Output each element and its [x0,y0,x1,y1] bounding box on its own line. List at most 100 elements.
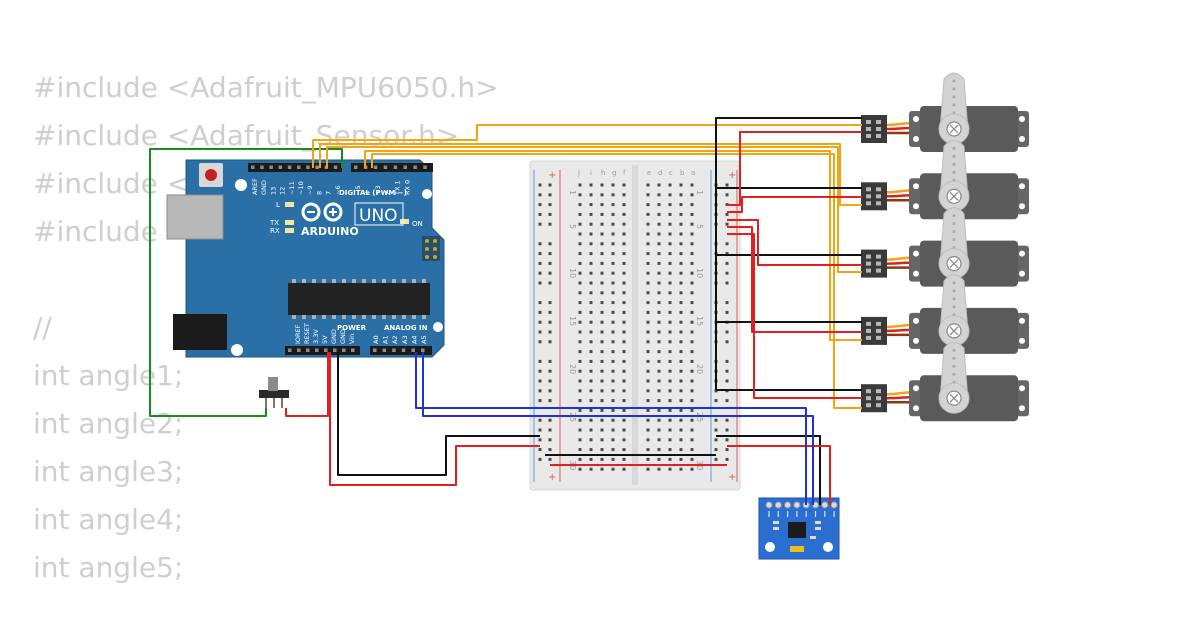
bb-hole[interactable] [679,389,683,393]
bb-hole[interactable] [589,232,593,236]
bb-hole[interactable] [578,203,582,207]
bb-hole[interactable] [611,457,615,461]
header-pin[interactable] [278,165,283,170]
header-pin[interactable] [342,348,346,353]
bb-hole[interactable] [622,428,626,432]
bb-hole[interactable] [578,291,582,295]
bb-hole[interactable] [690,291,694,295]
bb-hole[interactable] [622,310,626,314]
bb-hole[interactable] [600,428,604,432]
bb-hole[interactable] [668,330,672,334]
bb-hole[interactable] [622,193,626,197]
bb-hole[interactable] [657,291,661,295]
bb-hole[interactable] [690,310,694,314]
header-pin[interactable] [288,348,292,353]
reset-button-cap[interactable] [205,169,217,181]
header-pin[interactable] [306,165,310,170]
bb-hole[interactable] [622,232,626,236]
bb-hole[interactable] [679,301,683,305]
bb-hole[interactable] [589,457,593,461]
arduino-uno-board[interactable]: L TX RX ON ARDUINO UNO DIGITAL (PWM ~) P… [166,159,445,358]
bb-hole[interactable] [578,399,582,403]
bb-hole[interactable] [646,203,650,207]
bb-hole[interactable] [679,271,683,275]
bb-hole[interactable] [611,193,615,197]
bb-rail-hole[interactable] [725,399,729,403]
bb-hole[interactable] [611,350,615,354]
bb-hole[interactable] [589,301,593,305]
bb-hole[interactable] [646,369,650,373]
bb-rail-hole[interactable] [725,271,729,275]
bb-rail-hole[interactable] [538,330,542,334]
bb-rail-hole[interactable] [725,418,729,422]
bb-rail-hole[interactable] [538,359,542,363]
bb-rail-hole[interactable] [548,183,552,187]
bb-hole[interactable] [657,418,661,422]
bb-hole[interactable] [668,399,672,403]
header-pin[interactable] [260,165,264,170]
bb-rail-hole[interactable] [548,271,552,275]
bb-hole[interactable] [668,291,672,295]
bb-hole[interactable] [679,281,683,285]
bb-hole[interactable] [578,242,582,246]
mpu-pin[interactable] [830,501,838,509]
bb-hole[interactable] [690,350,694,354]
bb-hole[interactable] [589,261,593,265]
bb-hole[interactable] [611,212,615,216]
bb-rail-hole[interactable] [538,340,542,344]
bb-hole[interactable] [690,418,694,422]
bb-hole[interactable] [611,310,615,314]
bb-rail-hole[interactable] [538,438,542,442]
bb-hole[interactable] [679,330,683,334]
bb-hole[interactable] [690,271,694,275]
bb-hole[interactable] [679,310,683,314]
bb-hole[interactable] [611,232,615,236]
bb-hole[interactable] [657,448,661,452]
bb-hole[interactable] [611,438,615,442]
bb-hole[interactable] [679,261,683,265]
bb-hole[interactable] [600,457,604,461]
bb-hole[interactable] [668,261,672,265]
bb-hole[interactable] [600,418,604,422]
wire-black[interactable] [337,352,540,476]
bb-rail-hole[interactable] [725,242,729,246]
bb-hole[interactable] [611,448,615,452]
bb-rail-hole[interactable] [725,379,729,383]
bb-hole[interactable] [646,252,650,256]
bb-hole[interactable] [578,438,582,442]
bb-hole[interactable] [611,399,615,403]
bb-hole[interactable] [622,203,626,207]
bb-hole[interactable] [690,261,694,265]
bb-hole[interactable] [600,467,604,471]
bb-hole[interactable] [611,271,615,275]
bb-hole[interactable] [611,340,615,344]
bb-hole[interactable] [668,418,672,422]
header-pin[interactable] [315,165,319,170]
servo-connector[interactable] [861,182,887,211]
bb-hole[interactable] [668,320,672,324]
bb-hole[interactable] [690,399,694,403]
bb-hole[interactable] [578,281,582,285]
bb-hole[interactable] [646,310,650,314]
bb-hole[interactable] [622,369,626,373]
bb-hole[interactable] [690,203,694,207]
bb-hole[interactable] [679,399,683,403]
wire-green[interactable] [149,148,343,417]
bb-hole[interactable] [657,379,661,383]
bb-hole[interactable] [679,183,683,187]
bb-hole[interactable] [578,379,582,383]
bb-rail-hole[interactable] [548,359,552,363]
bb-hole[interactable] [600,350,604,354]
bb-hole[interactable] [589,242,593,246]
bb-hole[interactable] [668,183,672,187]
header-pin[interactable] [403,165,408,170]
bb-rail-hole[interactable] [538,183,542,187]
bb-rail-hole[interactable] [538,301,542,305]
bb-hole[interactable] [679,418,683,422]
bb-hole[interactable] [589,222,593,226]
header-pin[interactable] [315,348,319,353]
bb-rail-hole[interactable] [538,212,542,216]
bb-hole[interactable] [622,222,626,226]
bb-hole[interactable] [578,212,582,216]
bb-hole[interactable] [657,252,661,256]
